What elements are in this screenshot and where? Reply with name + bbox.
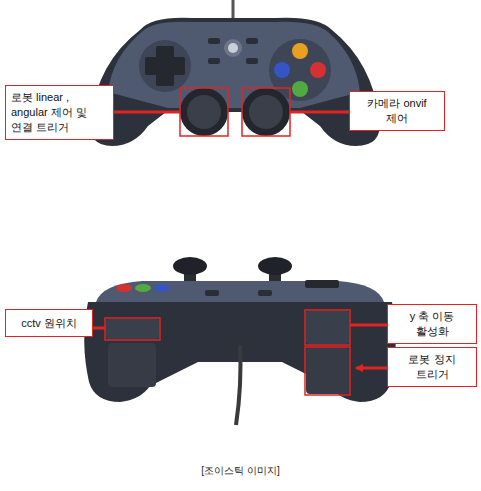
gamepad-back <box>205 290 219 296</box>
figure-caption: [조이스틱 이미지] <box>0 464 481 478</box>
gamepad-back <box>258 257 292 275</box>
gamepad-front <box>292 43 308 59</box>
leader-line <box>290 111 349 114</box>
leader-line <box>93 327 105 330</box>
gamepad-front <box>242 88 290 136</box>
gamepad-back <box>258 290 272 296</box>
gamepad-front <box>208 38 220 44</box>
gamepad-back <box>236 345 241 425</box>
gamepad-front <box>90 18 380 146</box>
highlight-box <box>180 88 290 136</box>
gamepad-back <box>154 284 170 292</box>
callout-label: 로봇 linear , angular 제어 및 연결 트리거 <box>11 90 108 135</box>
callout-box: y 축 이동 활성화 <box>387 304 477 344</box>
gamepad-front <box>224 39 242 57</box>
callout-box: 로봇 정지 트리거 <box>387 347 477 387</box>
gamepad-front <box>139 40 191 92</box>
gamepad-front <box>187 95 221 129</box>
highlight-box <box>180 88 228 136</box>
callout-label: cctv 원위치 <box>11 316 87 331</box>
leader-line <box>350 324 387 327</box>
callout-box: 로봇 linear , angular 제어 및 연결 트리거 <box>5 85 114 140</box>
gamepad-back <box>84 257 396 425</box>
leader-line <box>356 367 387 370</box>
callout-box: cctv 원위치 <box>5 309 93 337</box>
highlight-box <box>305 347 350 395</box>
leader-line <box>93 325 387 368</box>
gamepad-back <box>173 257 207 275</box>
callout-label: 카메라 onvif 제어 <box>355 96 439 126</box>
highlight-box <box>105 310 350 395</box>
gamepad-back <box>108 343 156 387</box>
callout-box: 카메라 onvif 제어 <box>349 91 445 131</box>
gamepad-back <box>106 319 159 339</box>
gamepad-back <box>306 311 349 344</box>
gamepad-front <box>246 58 258 64</box>
highlight-box <box>305 310 350 345</box>
gamepad-front <box>310 62 326 78</box>
gamepad-front <box>90 0 380 146</box>
gamepad-front <box>292 81 308 97</box>
leader-line <box>114 111 349 114</box>
gamepad-back <box>116 284 132 292</box>
gamepad-front <box>108 22 360 108</box>
gamepad-front <box>274 62 290 78</box>
highlight-box <box>105 318 160 340</box>
gamepad-front <box>246 38 258 44</box>
gamepad-back <box>305 280 339 288</box>
gamepad-front <box>180 88 228 136</box>
gamepad-front <box>228 43 238 53</box>
callout-label: y 축 이동 활성화 <box>393 309 471 339</box>
leader-line <box>114 111 180 114</box>
gamepad-back <box>306 348 349 394</box>
gamepad-front <box>249 95 283 129</box>
gamepad-front <box>208 58 220 64</box>
highlight-box <box>242 88 290 136</box>
callout-label: 로봇 정지 트리거 <box>393 352 471 382</box>
gamepad-back <box>135 284 151 292</box>
gamepad-front <box>145 57 185 75</box>
